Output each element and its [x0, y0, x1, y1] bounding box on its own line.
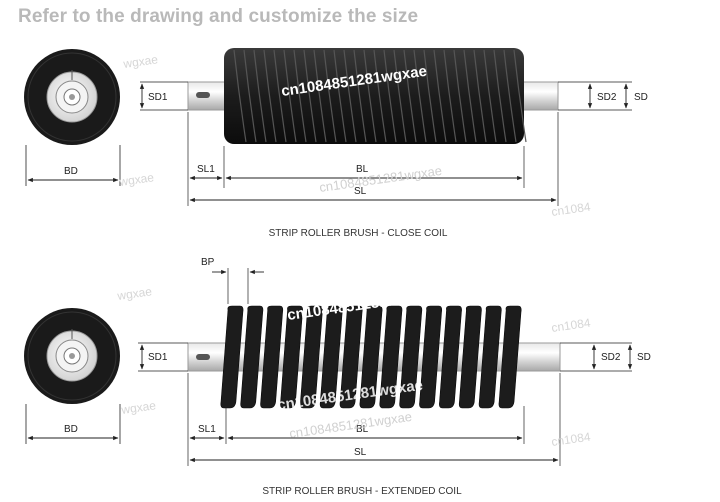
bd-label: BD — [64, 166, 78, 177]
coil-turn — [243, 49, 257, 143]
coil-turn — [299, 305, 323, 409]
coil-turn — [303, 49, 317, 143]
coil-turn — [273, 49, 287, 143]
coil-turn — [373, 49, 387, 143]
close-coil-diagram: BD SD1 SD2 SD SL1 BL SL STRIP ROLLER BRU… — [24, 48, 648, 239]
coil-turn — [260, 305, 284, 409]
coil-turn — [458, 305, 482, 409]
coil-turn — [419, 305, 443, 409]
sl1-label-2: SL1 — [198, 424, 216, 435]
coil-turn — [423, 49, 437, 143]
sd-label: SD — [634, 92, 648, 103]
page-title: Refer to the drawing and customize the s… — [18, 6, 419, 27]
coil-turn — [379, 305, 403, 409]
coil-turn — [333, 49, 347, 143]
coil-turn — [513, 49, 527, 143]
sl1-label: SL1 — [197, 164, 215, 175]
sd1-label-2: SD1 — [148, 352, 168, 363]
keyway-2 — [196, 354, 210, 360]
bl-label-2: BL — [356, 424, 369, 435]
end-view-extended-coil — [24, 308, 120, 404]
coil-turn — [439, 305, 462, 409]
coil-turn — [463, 49, 477, 143]
coil-turn — [233, 49, 247, 143]
coil-turn — [443, 49, 457, 143]
coil-turn — [339, 305, 363, 409]
watermark-side-4: wgxae — [119, 398, 157, 417]
bp-label: BP — [201, 257, 215, 268]
coil-turn — [323, 49, 337, 143]
coil-turn — [498, 305, 522, 409]
bl-label: BL — [356, 164, 369, 175]
watermark-corner-1: cn1084 — [550, 200, 591, 219]
brush-body-close-coil — [224, 48, 524, 144]
coil-turn — [413, 49, 427, 143]
watermark-faint-2: cn1084851281wgxae — [288, 409, 412, 441]
coil-turn — [353, 49, 367, 143]
bd-label-2: BD — [64, 424, 78, 435]
coil-turn — [293, 49, 307, 143]
coil-turn — [399, 305, 423, 409]
sd1-label: SD1 — [148, 92, 168, 103]
watermark-side-3: wgxae — [115, 284, 153, 303]
coil-turn — [280, 305, 303, 409]
coil-turn — [433, 49, 447, 143]
coil-turn — [240, 305, 264, 409]
keyway — [196, 92, 210, 98]
sd-label-2: SD — [637, 352, 651, 363]
coil-turn — [483, 49, 497, 143]
watermark-side-1: wgxae — [121, 52, 159, 71]
watermark-corner-2: cn1084 — [550, 316, 591, 335]
coil-turn — [359, 305, 383, 409]
coil-turn — [383, 49, 397, 143]
coil-turn — [313, 49, 327, 143]
sd2-label: SD2 — [597, 92, 617, 103]
coil-turn — [453, 49, 467, 143]
coil-turn — [478, 305, 502, 409]
coil-turn — [220, 305, 244, 409]
sl-label: SL — [354, 186, 367, 197]
caption-extended-coil: STRIP ROLLER BRUSH - EXTENDED COIL — [262, 486, 462, 497]
sl-label-2: SL — [354, 447, 367, 458]
coil-turn — [253, 49, 267, 143]
coil-turn — [263, 49, 277, 143]
coil-turn — [319, 305, 343, 409]
coil-turn — [283, 49, 297, 143]
coil-turn — [503, 49, 517, 143]
extended-coil-turns — [220, 305, 522, 409]
coil-turn — [403, 49, 417, 143]
coil-turn — [493, 49, 507, 143]
watermark-side-2: wgxae — [117, 170, 155, 189]
sd2-label-2: SD2 — [601, 352, 621, 363]
coil-turn — [393, 49, 407, 143]
end-view-close-coil — [24, 49, 120, 145]
coil-turn — [473, 49, 487, 143]
extended-coil-diagram: BD BP SD1 SD2 SD SL1 BL SL STRIP — [24, 257, 651, 497]
watermark-corner-3: cn1084 — [550, 430, 591, 449]
coil-turn — [343, 49, 357, 143]
coil-turn — [363, 49, 377, 143]
watermark-faint-1: cn1084851281wgxae — [318, 163, 442, 195]
close-coil-turns — [233, 49, 527, 143]
caption-close-coil: STRIP ROLLER BRUSH - CLOSE COIL — [269, 228, 448, 239]
